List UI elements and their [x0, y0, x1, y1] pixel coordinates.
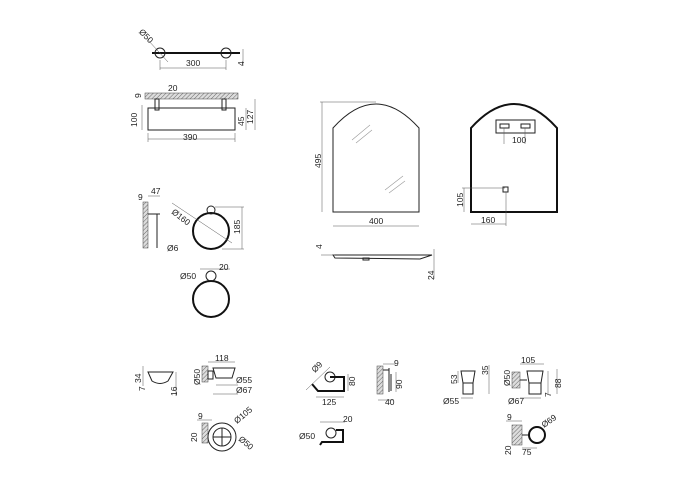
shelf-bracket-label: 20	[168, 83, 178, 93]
tumbler-top-depth-label: 75	[522, 447, 532, 457]
tumbler-outer-label: Ø67	[508, 396, 524, 406]
ring-height-label: 185	[232, 220, 242, 234]
ring-detail-width-label: 20	[219, 262, 229, 272]
tumbler-base-label: Ø50	[502, 370, 512, 386]
hook-height-label: 105	[455, 193, 465, 207]
paper-side-base-label: 9	[394, 358, 399, 368]
mirror-height-label: 495	[313, 154, 323, 168]
tumbler-profile-view: 105 Ø50 88 7 Ø67	[502, 355, 563, 406]
soap-depth-label: 16	[169, 386, 179, 396]
paper-top-width-label: 20	[343, 414, 353, 424]
mirror-outline	[332, 103, 420, 213]
mirror-front-view: 495 400	[313, 101, 420, 227]
tumbler-height-label: 53	[449, 374, 459, 384]
soap-front-outer-label: Ø105	[232, 404, 255, 425]
paper-top-diameter-label: Ø50	[299, 431, 315, 441]
shelf-width-label: 390	[183, 132, 197, 142]
tumbler-diameter-label: Ø55	[443, 396, 459, 406]
paper-width-label: 125	[322, 397, 336, 407]
soap-dish-front-view: 9 20 Ø105 Ø50	[189, 404, 256, 452]
mirror-thickness-label: 4	[314, 244, 324, 249]
ring-rod-label: Ø6	[167, 243, 179, 253]
paper-height-label: 80	[347, 376, 357, 386]
ring-base-label: 9	[138, 192, 143, 202]
ring-detail-diameter-label: Ø50	[180, 271, 196, 281]
soap-dish-profile-view: 118 Ø50 Ø55 Ø67	[192, 353, 252, 395]
hanging-hook	[502, 186, 509, 193]
shelf-side-view: 9 20 100 45 127 390	[129, 83, 256, 142]
towel-ring-side-view: 9 47 Ø6	[138, 186, 179, 253]
soap-front-base-label: 9	[198, 411, 203, 421]
paper-side-height-label: 90	[394, 379, 404, 389]
shelf-body	[147, 107, 236, 131]
shelf-diameter-label: Ø50	[137, 27, 156, 46]
paper-side-depth-label: 40	[385, 397, 395, 407]
mirror-width-label: 400	[369, 216, 383, 226]
paper-holder-front-view: Ø9 80 125	[305, 359, 357, 407]
shelf-glass-hatch	[144, 92, 239, 100]
soap-front-mount-label: 20	[189, 432, 199, 442]
shelf-glass-label: 9	[133, 93, 143, 98]
paper-holder-side-view: 9 90 40	[376, 358, 404, 407]
mounting-plate	[495, 119, 536, 134]
mirror-back-outline	[470, 103, 558, 213]
paper-holder-top-view: 20 Ø50	[299, 414, 353, 446]
soap-rim-label: 7	[137, 386, 147, 391]
hook-offset-label: 160	[481, 215, 495, 225]
tumbler-top-label: 35	[480, 365, 490, 375]
soap-inner-label: Ø55	[236, 375, 252, 385]
shelf-mount-right	[220, 47, 232, 59]
tumbler-offset-label: 7	[543, 392, 553, 397]
paper-rod-label: Ø9	[309, 359, 324, 374]
shelf-offset-label: 45	[236, 116, 246, 126]
soap-base-label: Ø50	[192, 369, 202, 385]
shelf-mount-left	[154, 47, 166, 59]
tumbler-top-view: 9 Ø69 20 75	[503, 412, 559, 457]
tumbler-top-mount-label: 20	[503, 445, 513, 455]
towel-ring-detail-view: 20 Ø50	[180, 262, 230, 318]
soap-outer-label: Ø67	[236, 385, 252, 395]
shelf-length-label: 300	[186, 58, 200, 68]
mirror-depth-label: 24	[426, 270, 436, 280]
ring-diameter-label: Ø160	[170, 207, 193, 228]
ring-depth-label: 47	[151, 186, 161, 196]
tumbler-top-base-label: 9	[507, 412, 512, 422]
towel-ring-front-view: Ø160 185	[170, 202, 244, 250]
shelf-thickness-label: 4	[236, 61, 246, 66]
mirror-side-view: 4 24	[314, 244, 436, 280]
soap-front-inner-label: Ø50	[237, 434, 256, 452]
tumbler-cup-view: 53 35 Ø55	[443, 365, 490, 406]
mount-spacing-label: 100	[512, 135, 526, 145]
soap-height-label: 34	[133, 373, 143, 383]
shelf-height-label: 100	[129, 113, 139, 127]
soap-dish-side-view: 34 7 16	[133, 366, 179, 396]
tumbler-top-diameter-label: Ø69	[539, 412, 558, 430]
shelf-total-label: 127	[245, 110, 255, 124]
mirror-back-view: 100 105 160	[455, 103, 558, 226]
shelf-top-view: Ø50 300 4	[137, 27, 246, 70]
tumbler-length-label: 105	[521, 355, 535, 365]
soap-length-label: 118	[215, 353, 229, 363]
tumbler-profile-height-label: 88	[553, 378, 563, 388]
